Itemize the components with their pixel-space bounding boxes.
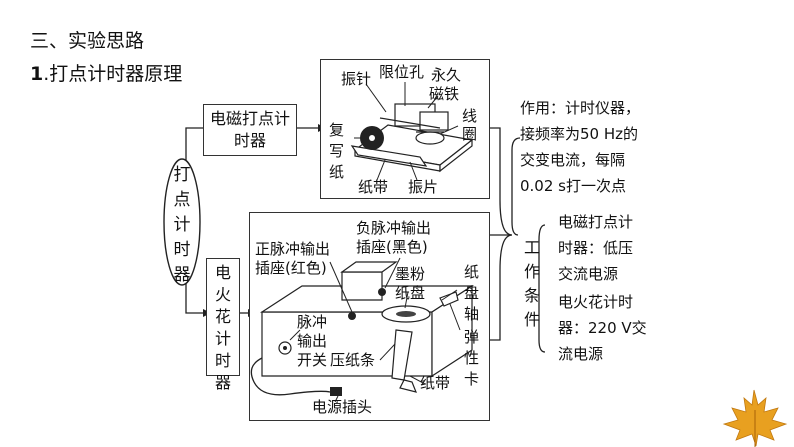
label-zhenpian: 振片 <box>408 178 439 196</box>
condition-line-4: 电火花计时 <box>558 293 634 311</box>
subheading-text: .打点计时器原理 <box>43 63 183 85</box>
condition-line-6: 流电源 <box>558 345 604 363</box>
label-zhipanzhou: 纸盘轴 <box>464 263 480 323</box>
function-line-3: 交变电流，每隔 <box>520 151 626 169</box>
function-line-2: 接频率为50 Hz的 <box>520 125 639 143</box>
label-pulse-switch-3: 开关 <box>297 351 328 369</box>
label-xianweikong: 限位孔 <box>379 63 425 81</box>
label-pos-pulse-2: 插座(红色) <box>255 259 327 277</box>
label-tanxingka: 弹性卡 <box>464 328 480 388</box>
condition-line-1: 电磁打点计 <box>558 213 634 231</box>
label-em-zhidai: 纸带 <box>358 178 389 196</box>
working-condition-label: 工作条件 <box>523 238 540 329</box>
center-label: 打点计时器 <box>173 165 191 285</box>
condition-line-2: 时器：低压 <box>558 239 634 257</box>
label-quan: 圈 <box>462 125 478 143</box>
condition-line-3: 交流电源 <box>558 265 619 283</box>
label-pulse-switch-1: 脉冲 <box>297 313 328 331</box>
subheading-number: 1 <box>30 63 44 85</box>
label-mofen-1: 墨粉 <box>395 265 426 283</box>
label-zhenzhen: 振针 <box>341 70 372 88</box>
label-pos-pulse-1: 正脉冲输出 <box>255 240 331 258</box>
spark-timer-box <box>206 258 240 376</box>
label-spark-zhidai: 纸带 <box>420 374 451 392</box>
label-yazhitiao: 压纸条 <box>330 351 376 369</box>
label-neg-pulse-1: 负脉冲输出 <box>356 219 432 237</box>
subheading: 1.打点计时器原理 <box>30 59 182 86</box>
label-xian: 线 <box>462 107 478 125</box>
label-plug: 电源插头 <box>312 398 373 416</box>
spark-timer-label: 电火花计时器 <box>214 263 231 392</box>
label-pulse-switch-2: 输出 <box>297 332 328 350</box>
function-line-4: 0.02 s打一次点 <box>520 177 626 195</box>
condition-line-5: 器：220 V交 <box>558 319 647 337</box>
label-yongjiu: 永久 <box>431 66 462 84</box>
function-line-1: 作用：计时仪器， <box>520 99 641 117</box>
label-neg-pulse-2: 插座(黑色) <box>356 238 428 256</box>
section-heading: 三、实验思路 <box>30 30 145 52</box>
label-fuxiezhi: 复写纸 <box>329 121 345 181</box>
label-citie: 磁铁 <box>429 85 460 103</box>
em-timer-label: 电磁打点计时器 <box>210 109 291 150</box>
em-timer-box <box>203 104 297 156</box>
label-mofen-2: 纸盘 <box>395 284 426 302</box>
